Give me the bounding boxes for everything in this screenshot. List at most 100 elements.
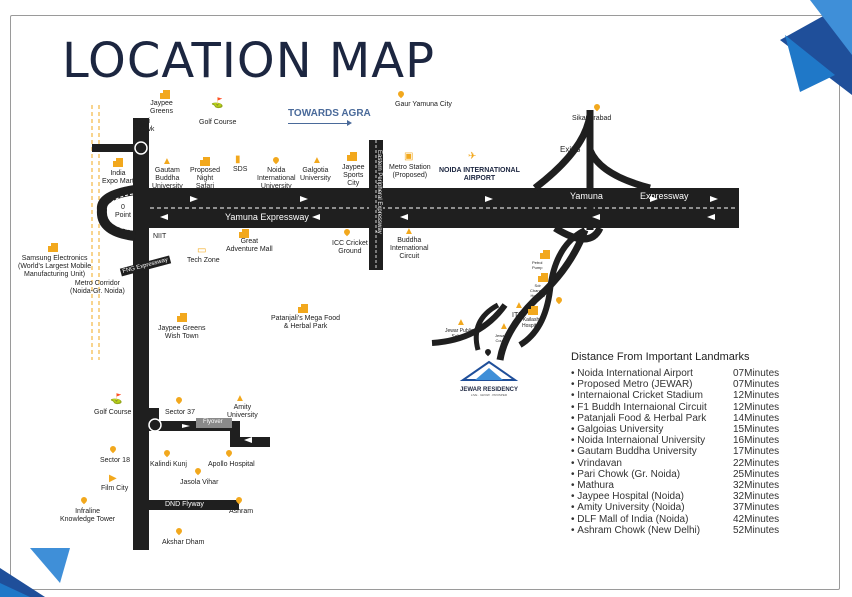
- distance-place: Noida International Airport: [571, 368, 693, 379]
- building-icon: [160, 90, 170, 99]
- place-jaypee-sports: Jaypee Sports City: [342, 164, 365, 187]
- distance-row: Gautam Buddha University 17Minutes: [571, 446, 783, 457]
- distance-table: Distance From Important Landmarks Noida …: [571, 351, 783, 536]
- distance-time: 15Minutes: [733, 424, 780, 436]
- distance-time: 12Minutes: [733, 401, 780, 413]
- distance-place: DLF Mall of India (Noida): [571, 514, 688, 525]
- road-label-eastern-peripheral: Eastern Peripheral Expressway: [376, 150, 382, 234]
- airplane-icon: ✈: [468, 151, 477, 162]
- place-infraline: Infraline Knowledge Tower: [60, 508, 116, 523]
- place-exit3: Exit-3: [560, 145, 581, 154]
- place-jewar-school: Jewar Public School: [445, 328, 474, 340]
- jewar-residency-logo: JEWAR RESIDENCY LIVE · GROW · PROSPER: [459, 360, 519, 398]
- distance-time: 25Minutes: [733, 468, 780, 480]
- place-airport: NOIDA INTERNATIONAL AIRPORT: [439, 167, 520, 182]
- place-sector18: Sector 18: [100, 457, 130, 464]
- iti-icon: ▲: [514, 300, 524, 311]
- place-akshar: Akshar Dham: [162, 539, 205, 546]
- place-kalindi: Kalindi Kunj: [150, 461, 187, 468]
- building-icon: [239, 229, 249, 238]
- place-golf-course-top: Golf Course: [199, 119, 237, 126]
- place-iti: ITI: [512, 312, 521, 319]
- distance-time: 32Minutes: [733, 491, 780, 503]
- place-samsung: Samsung Electronics (World's Largest Mob…: [18, 255, 92, 278]
- place-patanjali: Patanjali's Mega Food & Herbal Park: [271, 315, 341, 330]
- golf-icon: ⛳: [110, 394, 123, 405]
- distance-row: Amity University (Noida)37Minutes: [571, 502, 783, 513]
- distance-place: Mathura: [571, 480, 614, 491]
- place-sikandrabad: Sikandrabad: [572, 115, 612, 122]
- road-label-expressway-upper: Expressway: [640, 191, 689, 201]
- distance-time: 07Minutes: [733, 379, 780, 391]
- place-zero-point: 0 Point: [115, 204, 131, 219]
- road-label-dnd: DND Flyway: [165, 501, 204, 508]
- place-film-city: Film City: [101, 485, 129, 492]
- court-icon: ▲: [499, 321, 509, 332]
- place-golf-course-bottom: Golf Course: [94, 409, 132, 416]
- distance-time: 12Minutes: [733, 390, 780, 402]
- golf-icon: ⛳: [211, 98, 224, 109]
- school-icon: ▲: [456, 317, 466, 328]
- distance-time: 16Minutes: [733, 435, 780, 447]
- distance-place: F1 Buddh Internaional Circuit: [571, 402, 707, 413]
- place-jaypee-greens: Jaypee Greens: [150, 100, 173, 115]
- distance-time: 22Minutes: [733, 457, 780, 469]
- circuit-icon: ▲: [404, 226, 414, 237]
- place-amity: Amity University: [227, 404, 258, 419]
- distance-place: Noida Internaional University: [571, 435, 705, 446]
- distance-time: 14Minutes: [733, 412, 780, 424]
- place-metro-station: Metro Station (Proposed): [389, 164, 431, 179]
- distance-time: 17Minutes: [733, 446, 780, 458]
- place-sdr-hospital: Sdr Chandra Hospital: [530, 283, 546, 298]
- distance-place: Galgoias University: [571, 424, 663, 435]
- building-icon: [200, 157, 210, 166]
- building-icon: [538, 273, 548, 282]
- film-icon: ▶: [109, 473, 117, 484]
- distance-row: Vrindavan 22Minutes: [571, 458, 783, 469]
- distance-row: Noida Internaional University 16Minutes: [571, 435, 783, 446]
- metro-icon: ▣: [404, 151, 414, 162]
- distance-row: Pari Chowk (Gr. Noida)25Minutes: [571, 469, 783, 480]
- logo-name: JEWAR RESIDENCY: [459, 387, 518, 393]
- distance-title: Distance From Important Landmarks: [571, 351, 750, 363]
- place-tech-zone: Tech Zone: [187, 257, 220, 264]
- distance-place: Jaypee Hospital (Noida): [571, 491, 684, 502]
- university-icon: ▲: [312, 155, 322, 166]
- towards-agra-label: TOWARDS AGRA: [288, 108, 371, 119]
- distance-place: Gautam Buddha University: [571, 446, 697, 457]
- sds-icon: ▮: [235, 154, 241, 165]
- place-kailash: Kailash Hospital: [522, 317, 541, 329]
- distance-time: 37Minutes: [733, 502, 780, 514]
- distance-row: Galgoias University 15Minutes: [571, 424, 783, 435]
- place-petrol-pump: Petrol Pump: [532, 260, 543, 270]
- road-label-yamuna-lower: Yamuna Expressway: [225, 212, 309, 222]
- building-icon: [177, 313, 187, 322]
- place-jewar-court: Jewar Court: [495, 333, 506, 343]
- place-icc: ICC Cricket Ground: [332, 240, 368, 255]
- distance-row: DLF Mall of India (Noida)42Minutes: [571, 514, 783, 525]
- place-ashram: Ashram: [229, 508, 254, 515]
- house-logo-icon: [459, 360, 519, 381]
- place-noida-intl-univ: Noida International University: [257, 167, 296, 190]
- place-great-adventure: Great Adventure Mall: [226, 238, 273, 253]
- corner-decoration-bottom-left: [0, 548, 70, 597]
- building-icon: [540, 250, 550, 259]
- university-icon: ▲: [235, 393, 245, 404]
- distance-place: Vrindavan: [571, 458, 622, 469]
- corner-decoration-top-right: [780, 0, 852, 95]
- building-icon: [48, 243, 58, 252]
- page-title: LOCATION MAP: [62, 33, 436, 89]
- place-sds: SDS: [233, 166, 248, 173]
- map-frame: [10, 15, 840, 590]
- place-apollo: Apollo Hospital: [208, 461, 255, 468]
- distance-row: Proposed Metro (JEWAR)07Minutes: [571, 379, 783, 390]
- tech-icon: ▭: [197, 245, 207, 256]
- place-galgotia: Galgotia University: [300, 167, 331, 182]
- towards-arrow-icon: [288, 120, 352, 126]
- place-night-safari: Proposed Night Safari: [190, 167, 220, 190]
- road-label-yamuna-upper: Yamuna: [570, 191, 603, 201]
